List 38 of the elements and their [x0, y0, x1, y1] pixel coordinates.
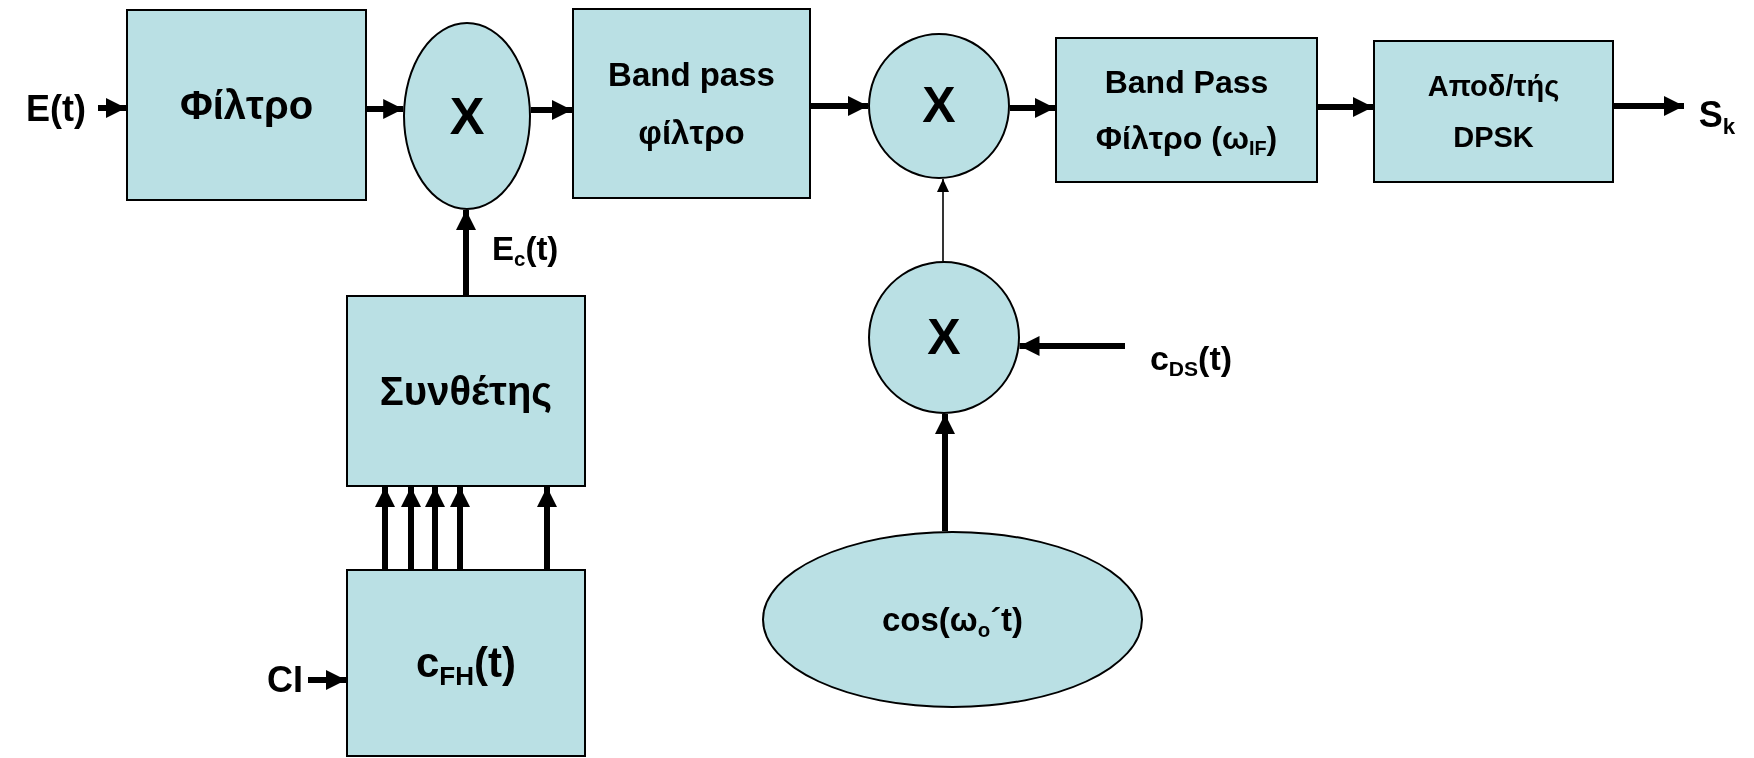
arrow	[308, 670, 346, 690]
block-label: X	[922, 76, 956, 136]
block-label: X	[449, 85, 485, 147]
arrow	[537, 487, 557, 569]
edge-label: E$_{c}$(t)	[492, 230, 559, 269]
arrow	[1318, 97, 1373, 117]
block-label: Band pass φίλτρο	[607, 54, 776, 153]
block-label: cos(ω$_{o}$´t)	[881, 599, 1024, 643]
process-box	[126, 9, 367, 201]
arrow	[1019, 336, 1125, 356]
signal-label: E(t)	[14, 86, 98, 132]
arrow	[935, 414, 955, 532]
arrow	[1614, 96, 1684, 116]
signal-label: S$_{k}$	[1684, 84, 1750, 146]
arrow	[811, 96, 868, 116]
block-label: Φίλτρο	[179, 82, 314, 129]
arrow	[425, 487, 445, 569]
arrow	[937, 178, 949, 262]
block-label: Αποδ/τής DPSK	[1426, 68, 1561, 155]
process-box	[346, 569, 586, 757]
arrow	[530, 100, 572, 120]
block-label: Band Pass Φίλτρο (ω$_{IF}$)	[1094, 63, 1279, 161]
arrow	[401, 487, 421, 569]
signal-label: c$_{DS}$(t)	[1125, 328, 1257, 388]
block-label: c$_{FH}$(t)	[416, 638, 516, 694]
arrow	[456, 210, 476, 295]
process-box	[1055, 37, 1318, 183]
arrow	[450, 487, 470, 569]
process-box	[346, 295, 586, 487]
arrow	[367, 99, 404, 119]
signal-label: CI	[262, 656, 308, 704]
arrow	[375, 487, 395, 569]
process-box	[572, 8, 811, 199]
block-label: Συνθέτης	[379, 368, 553, 415]
block-label: X	[927, 307, 961, 367]
arrow	[1009, 98, 1055, 118]
arrow	[98, 98, 126, 118]
process-box	[1373, 40, 1614, 183]
